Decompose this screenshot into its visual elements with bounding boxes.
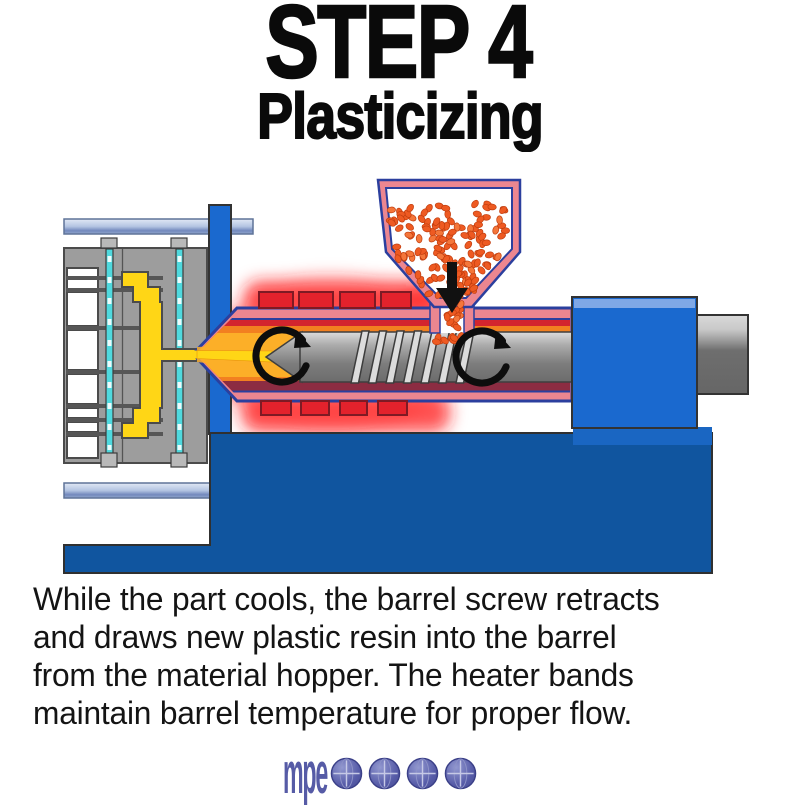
logo-globe-icon — [444, 757, 477, 789]
injection-molding-diagram — [0, 170, 800, 582]
description-text: While the part cools, the barrel screw r… — [33, 581, 660, 731]
feed-arrow — [436, 262, 468, 313]
injection-unit-housing — [571, 296, 698, 429]
logo-globe-icon — [406, 757, 439, 789]
resin-pellet-trail — [431, 300, 465, 346]
machine-base — [63, 427, 713, 574]
mold — [63, 237, 211, 468]
tie-bars — [63, 218, 254, 499]
process-subtitle: Plasticizing — [256, 80, 544, 152]
barrel-screw — [264, 330, 573, 384]
logo-text: mpe — [283, 741, 328, 806]
mold-plate-pockets — [66, 267, 99, 459]
sprue-and-part — [121, 271, 211, 439]
material-hopper — [376, 178, 522, 346]
heater-bands — [258, 291, 412, 416]
barrel-liner — [196, 381, 570, 392]
screw-rotation-arrows — [252, 326, 512, 387]
resin-pellets — [385, 199, 510, 303]
step-title: STEP 4 — [264, 0, 534, 99]
logo-globe-icon — [330, 757, 363, 789]
ejector-pins — [66, 276, 163, 436]
logo-globe-icon — [368, 757, 401, 789]
mpe-logo: mpe — [283, 745, 477, 803]
machine-diagram-svg — [63, 178, 749, 574]
